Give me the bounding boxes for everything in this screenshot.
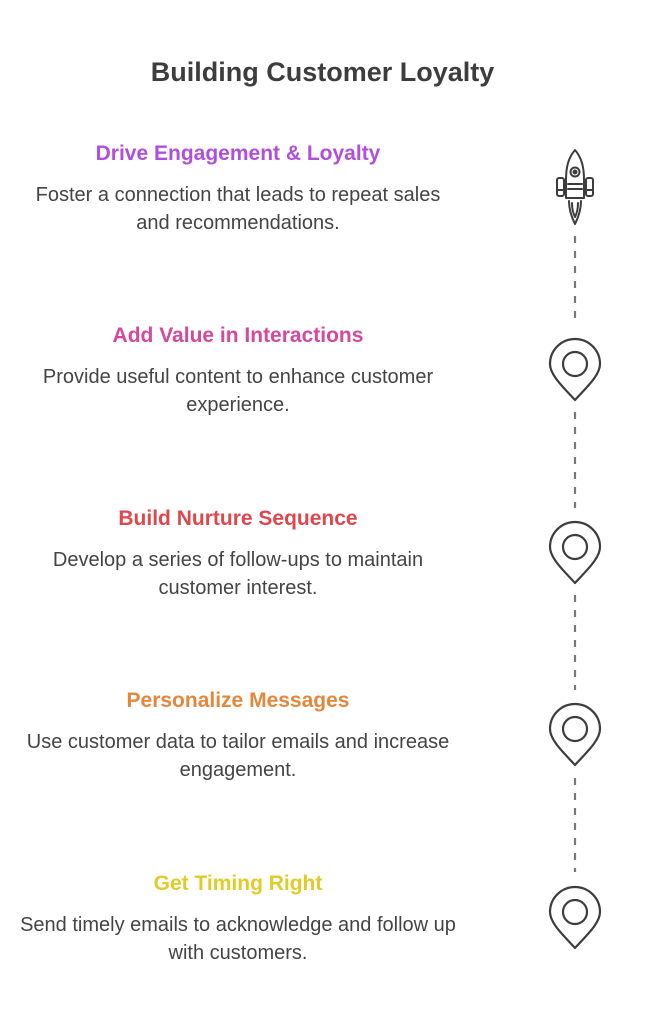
step-drive-engagement: Drive Engagement & Loyalty Foster a conn… (18, 142, 458, 237)
step-description: Send timely emails to acknowledge and fo… (20, 914, 456, 964)
map-pin-icon (548, 337, 602, 402)
step-title: Drive Engagement & Loyalty (95, 142, 381, 165)
step-title: Get Timing Right (153, 872, 323, 895)
step-description: Develop a series of follow-ups to mainta… (52, 549, 424, 599)
step-title: Personalize Messages (126, 689, 350, 712)
step-description: Provide useful content to enhance custom… (42, 366, 434, 416)
step-build-nurture: Build Nurture Sequence Develop a series … (18, 507, 458, 602)
step-description: Foster a connection that leads to repeat… (35, 184, 441, 234)
step-title: Build Nurture Sequence (118, 507, 358, 530)
map-pin-icon (548, 520, 602, 585)
map-pin-icon (548, 885, 602, 950)
step-add-value: Add Value in Interactions Provide useful… (18, 324, 458, 419)
step-description: Use customer data to tailor emails and i… (26, 731, 450, 781)
rocket-icon (556, 149, 594, 225)
step-title: Add Value in Interactions (112, 324, 364, 347)
step-personalize: Personalize Messages Use customer data t… (18, 689, 458, 784)
map-pin-icon (548, 702, 602, 767)
page-title: Building Customer Loyalty (150, 57, 495, 87)
step-timing: Get Timing Right Send timely emails to a… (18, 872, 458, 967)
